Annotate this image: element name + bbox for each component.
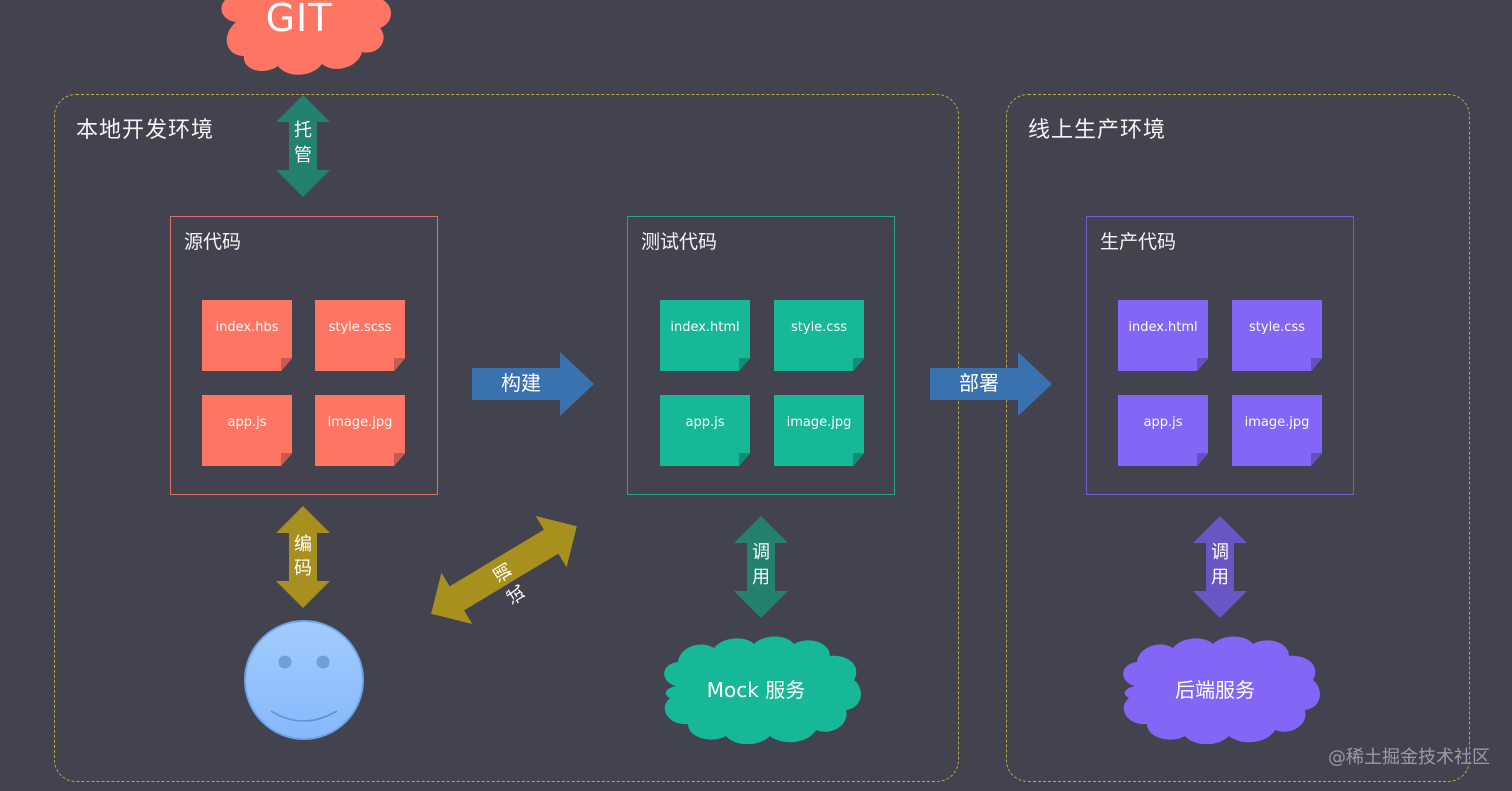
file-name: app.js bbox=[1143, 415, 1183, 430]
page-fold-icon bbox=[394, 453, 405, 466]
deploy-arrow: 部署 bbox=[930, 352, 1052, 416]
page-fold-icon bbox=[1311, 453, 1322, 466]
online-environment-title: 线上生产环境 bbox=[1028, 118, 1167, 143]
mock-service-label: Mock 服务 bbox=[706, 678, 806, 702]
file-card[interactable]: app.js bbox=[202, 395, 292, 466]
build-arrow: 构建 bbox=[472, 352, 594, 416]
page-fold-icon bbox=[394, 358, 405, 371]
deploy-arrow-label: 部署 bbox=[959, 371, 999, 395]
smiley-face-icon bbox=[244, 620, 364, 740]
coding-arrow: 编 码 bbox=[276, 506, 330, 608]
double-arrow-vertical-icon bbox=[276, 506, 330, 608]
developer-avatar bbox=[243, 619, 365, 741]
online-environment-zone bbox=[1006, 94, 1470, 782]
production-code-group: 生产代码 index.html style.css app.js image.j… bbox=[1086, 216, 1354, 495]
production-code-title: 生产代码 bbox=[1100, 231, 1177, 253]
file-card[interactable]: app.js bbox=[660, 395, 750, 466]
source-code-group: 源代码 index.hbs style.scss app.js image.jp… bbox=[170, 216, 438, 495]
arrow-right-icon bbox=[472, 352, 594, 416]
file-card[interactable]: style.scss bbox=[315, 300, 405, 371]
call-mock-arrow: 调 用 bbox=[734, 516, 788, 618]
test-code-group: 测试代码 index.html style.css app.js image.j… bbox=[627, 216, 895, 495]
git-label: GIT bbox=[265, 0, 333, 40]
backend-service-cloud[interactable]: 后端服务 bbox=[1117, 636, 1323, 745]
cloud-icon bbox=[1123, 636, 1320, 745]
page-fold-icon bbox=[1197, 358, 1208, 371]
file-card[interactable]: app.js bbox=[1118, 395, 1208, 466]
git-cloud: GIT bbox=[214, 0, 394, 76]
file-name: style.css bbox=[1249, 320, 1305, 335]
coding-arrow-char-1: 编 bbox=[294, 534, 312, 555]
double-arrow-vertical-icon bbox=[734, 516, 788, 618]
file-name: image.jpg bbox=[786, 415, 852, 430]
debug-arrow: 调试 bbox=[423, 504, 585, 636]
file-card[interactable]: index.hbs bbox=[202, 300, 292, 371]
local-environment-title: 本地开发环境 bbox=[76, 118, 215, 143]
file-name: index.html bbox=[1128, 320, 1198, 335]
backend-service-label: 后端服务 bbox=[1175, 678, 1255, 702]
call-mock-char-1: 调 bbox=[752, 542, 770, 563]
page-fold-icon bbox=[281, 453, 292, 466]
file-name: app.js bbox=[685, 415, 725, 430]
build-arrow-label: 构建 bbox=[501, 371, 541, 395]
test-code-title: 测试代码 bbox=[641, 231, 718, 253]
file-card[interactable]: style.css bbox=[774, 300, 864, 371]
file-name: image.jpg bbox=[1244, 415, 1310, 430]
double-arrow-diagonal-icon bbox=[431, 515, 577, 625]
local-environment-zone bbox=[54, 94, 959, 782]
page-fold-icon bbox=[281, 358, 292, 371]
watermark: @稀土掘金技术社区 bbox=[1328, 747, 1490, 768]
mock-service-cloud[interactable]: Mock 服务 bbox=[658, 636, 864, 745]
cloud-icon bbox=[664, 636, 861, 745]
file-name: index.hbs bbox=[215, 320, 279, 335]
file-name: style.css bbox=[791, 320, 847, 335]
call-backend-char-1: 调 bbox=[1211, 542, 1229, 563]
host-arrow-char-2: 管 bbox=[294, 145, 312, 166]
cloud-icon bbox=[221, 0, 391, 75]
file-card[interactable]: image.jpg bbox=[1232, 395, 1322, 466]
coding-arrow-char-2: 码 bbox=[294, 558, 312, 579]
page-fold-icon bbox=[739, 453, 750, 466]
file-card[interactable]: index.html bbox=[1118, 300, 1208, 371]
file-card[interactable]: image.jpg bbox=[774, 395, 864, 466]
host-arrow: 托 管 bbox=[276, 95, 330, 197]
page-fold-icon bbox=[853, 453, 864, 466]
page-fold-icon bbox=[1311, 358, 1322, 371]
double-arrow-vertical-icon bbox=[1193, 516, 1247, 618]
page-fold-icon bbox=[1197, 453, 1208, 466]
arrow-right-icon bbox=[930, 352, 1052, 416]
call-backend-arrow: 调 用 bbox=[1193, 516, 1247, 618]
call-mock-char-2: 用 bbox=[752, 567, 770, 588]
double-arrow-vertical-icon bbox=[276, 95, 330, 197]
file-name: index.html bbox=[670, 320, 740, 335]
file-card[interactable]: image.jpg bbox=[315, 395, 405, 466]
host-arrow-char-1: 托 bbox=[294, 120, 312, 141]
file-name: style.scss bbox=[328, 320, 392, 335]
page-fold-icon bbox=[739, 358, 750, 371]
page-fold-icon bbox=[853, 358, 864, 371]
call-backend-char-2: 用 bbox=[1211, 567, 1229, 588]
file-name: app.js bbox=[227, 415, 267, 430]
source-code-title: 源代码 bbox=[184, 231, 242, 253]
file-card[interactable]: index.html bbox=[660, 300, 750, 371]
file-name: image.jpg bbox=[327, 415, 393, 430]
file-card[interactable]: style.css bbox=[1232, 300, 1322, 371]
